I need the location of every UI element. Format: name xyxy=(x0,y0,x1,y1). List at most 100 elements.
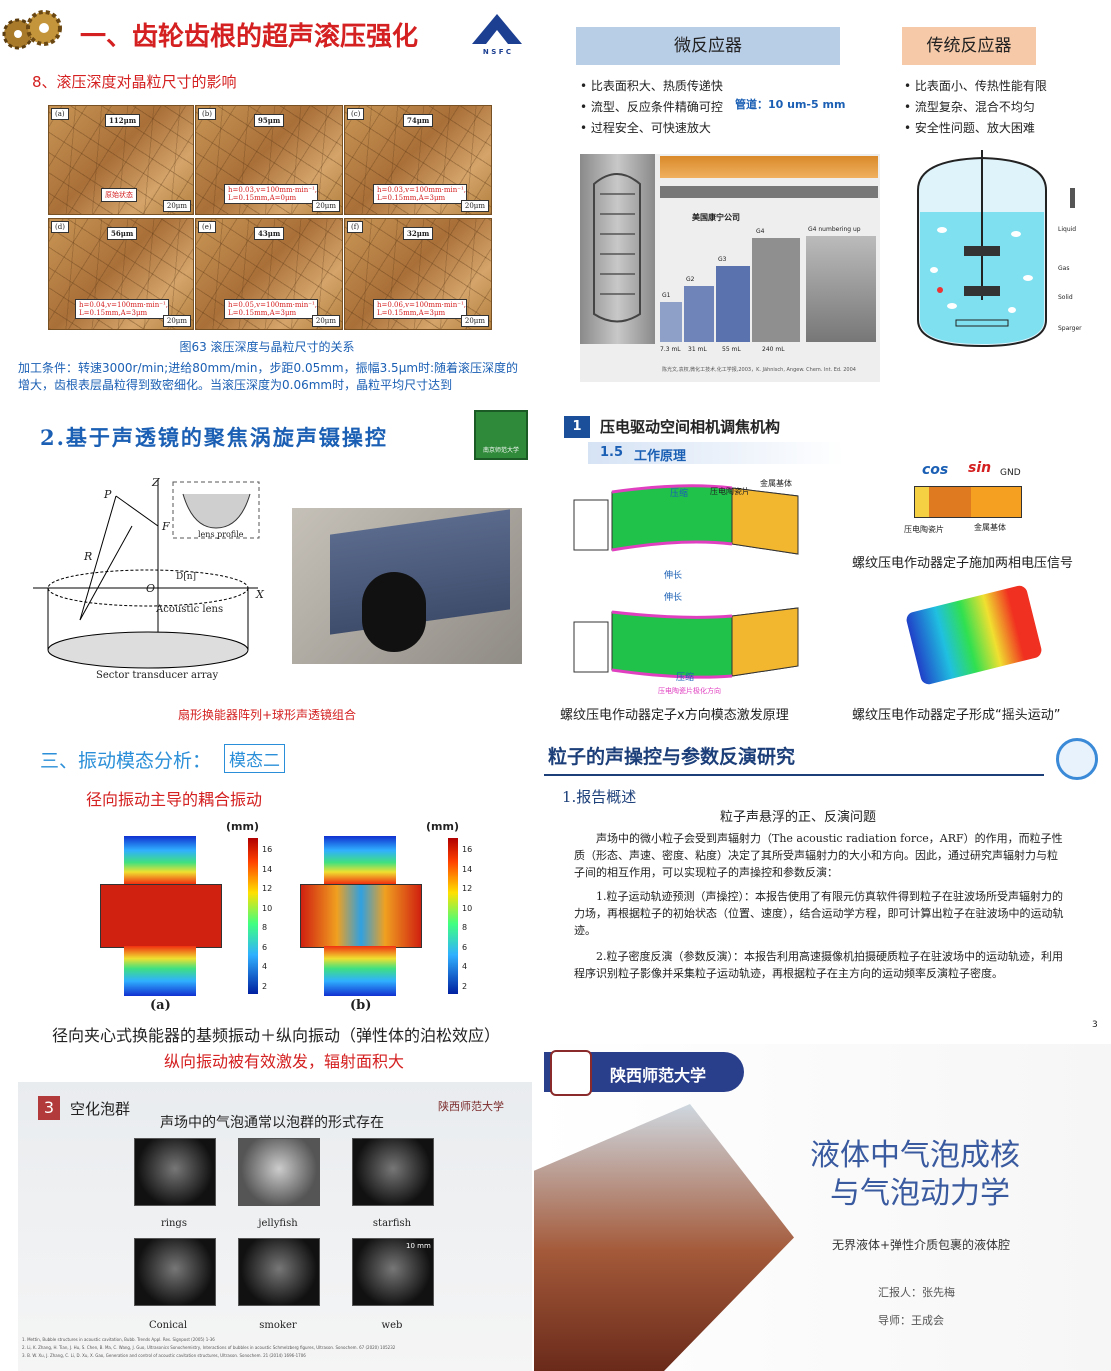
page-title: 一、齿轮齿根的超声滚压强化 xyxy=(80,22,419,52)
unit-label-a: (mm) xyxy=(226,820,259,833)
reference-note: 陈光文,袁权,微化工技术,化工学报,2003，K. Jähnisch, Ange… xyxy=(662,367,856,373)
reporter: 汇报人：张先梅 xyxy=(878,1286,955,1299)
subsection-number: 1.5 xyxy=(600,445,624,460)
label-metal: 金属基体 xyxy=(760,479,792,488)
label-dn: D[n] xyxy=(176,572,197,582)
device-photo xyxy=(292,508,522,664)
caption-conical: Conical xyxy=(148,1320,188,1331)
label-polarization: 压电陶瓷片极化方向 xyxy=(658,687,721,695)
beam-bending-diagram xyxy=(573,484,799,679)
references: 1. Mettin, Bubble structures in acoustic… xyxy=(22,1337,396,1358)
g3-label: G3 xyxy=(718,256,727,263)
bubble-image-jellyfish xyxy=(238,1138,320,1206)
unit-label-b: (mm) xyxy=(426,820,459,833)
section-number: 1 xyxy=(564,416,590,438)
label-lens-profile: lens profile xyxy=(198,530,244,539)
label-sin: sin xyxy=(968,460,992,476)
institution-logo xyxy=(1056,738,1098,780)
caption-jellyfish: jellyfish xyxy=(258,1218,298,1229)
micrograph-b: (b) 95μm h=0.03,v=100mm·min⁻¹, L=0.15mm,… xyxy=(195,105,343,215)
g4-module xyxy=(752,238,800,342)
tube-strip-2 xyxy=(660,186,878,198)
bubble-image-web xyxy=(352,1238,434,1306)
figure-caption: 图63 滚压深度与晶粒尺寸的关系 xyxy=(179,340,355,354)
company-label: 美国康宁公司 xyxy=(692,213,740,222)
actuator-model xyxy=(914,486,1022,518)
bubble-image-rings xyxy=(134,1138,216,1206)
bubble-image-smoker xyxy=(238,1238,320,1306)
subsection-header: 1.5 工作原理 xyxy=(588,442,844,464)
g2-label: G2 xyxy=(686,276,695,283)
colorbar-b xyxy=(448,838,458,994)
micrograph-e: (e) 43μm h=0.05,v=100mm·min⁻¹, L=0.15mm,… xyxy=(195,218,343,330)
label-x: X xyxy=(256,588,264,601)
panel-acoustic-lens: 2.基于声透镜的聚焦涡旋声镊操控 南京师范大学 P Z F D[n] O X R… xyxy=(0,402,534,732)
nsfc-text: N S F C xyxy=(482,48,512,56)
panel-cavitation: 3 空化泡群 声场中的气泡通常以泡群的形式存在 陕西师范大学 10 mm rin… xyxy=(18,1082,532,1371)
caption-rings: rings xyxy=(161,1218,187,1229)
micrograph-f: (f) 32μm h=0.06,v=100mm·min⁻¹, L=0.15mm,… xyxy=(344,218,492,330)
paragraph-trajectory: 1.粒子运动轨迹预测（声操控）：本报告使用了有限元仿真软件得到粒子在驻波场所受声… xyxy=(574,890,1064,937)
label-gnd: GND xyxy=(1000,468,1021,478)
panel-title-slide: 陕西师范大学 液体中气泡成核 与气泡动力学 无界液体+弹性介质包裹的液体腔 汇报… xyxy=(534,1044,1111,1371)
scale-bar-label: 10 mm xyxy=(406,1242,431,1250)
right-caption-1: 螺纹压电作动器定子施加两相电压信号 xyxy=(852,556,1074,571)
talk-subtitle: 无界液体+弹性介质包裹的液体腔 xyxy=(832,1238,1011,1252)
nsfc-logo: N S F C xyxy=(468,8,526,58)
label-cos: cos xyxy=(922,462,949,478)
university-name: 陕西师范大学 xyxy=(610,1066,707,1085)
slide-title: 粒子的声操控与参数反演研究 xyxy=(548,746,796,768)
fem-deformation xyxy=(904,584,1044,686)
caption-starfish: starfish xyxy=(372,1218,412,1229)
gear-logo xyxy=(0,6,70,54)
content-heading: 粒子声悬浮的正、反演问题 xyxy=(720,810,877,825)
g3-module xyxy=(716,266,750,342)
slide-subtitle: 声场中的气泡通常以泡群的形式存在 xyxy=(160,1115,384,1131)
label-o: O xyxy=(146,582,156,595)
university-badge: 陕西师范大学 xyxy=(438,1100,504,1113)
label-acoustic-lens: Acoustic lens xyxy=(156,604,224,615)
talk-title-line-2: 与气泡动力学 xyxy=(830,1176,1010,1211)
label-sector-array: Sector transducer array xyxy=(96,670,219,681)
mode-label: 模态二 xyxy=(224,744,285,773)
label-p: P xyxy=(104,488,112,501)
page-number: 3 xyxy=(1092,1020,1098,1030)
panel-gear-root: 一、齿轮齿根的超声滚压强化 N S F C 8、滚压深度对晶粒尺寸的影响 (a)… xyxy=(0,0,534,402)
panel-particle-acoustics: 粒子的声操控与参数反演研究 1.报告概述 粒子声悬浮的正、反演问题 声场中的微小… xyxy=(534,734,1111,1040)
label-metal-right: 金属基体 xyxy=(974,523,1006,532)
lens-geometry-diagram xyxy=(33,480,260,669)
panel-microreactor: 微反应器 传统反应器 比表面积大、热质传递快 流型、反应条件精确可控 过程安全、… xyxy=(542,0,1111,402)
g4-numbering-rack xyxy=(806,236,876,342)
label-stretch-top: 伸长 xyxy=(664,571,683,581)
g4-numbering-label: G4 numbering up xyxy=(808,226,861,233)
label-ceramic-right: 压电陶瓷片 xyxy=(904,525,944,534)
micrograph-a: (a) 112μm 原始状态 20μm xyxy=(48,105,194,215)
left-caption: 螺纹压电作动器定子x方向模态激发原理 xyxy=(560,708,789,723)
metal-plate xyxy=(580,154,655,344)
mode-model-b xyxy=(300,836,422,996)
micro-advantages: 比表面积大、热质传递快 流型、反应条件精确可控 过程安全、可快速放大 xyxy=(580,76,723,139)
microreactor-image: 美国康宁公司 G1 G2 G3 G4 G4 numbering up 7.3 m… xyxy=(580,154,880,382)
label-b: (b) xyxy=(350,998,372,1013)
label-liquid: Liquid xyxy=(1058,226,1077,233)
tube-strip xyxy=(660,156,878,178)
label-gas: Gas xyxy=(1058,265,1070,272)
description-line-2: 纵向振动被有效激发，辐射面积大 xyxy=(164,1052,405,1071)
subsection-title: 工作原理 xyxy=(634,449,687,464)
vol-g2: 31 mL xyxy=(688,346,707,353)
mode-model-a xyxy=(100,836,222,996)
right-caption-2: 螺纹压电作动器定子形成“摇头运动” xyxy=(852,708,1061,723)
paragraph-density: 2.粒子密度反演（参数反演）：本报告利用高速摄像机拍摄硬质粒子在驻波场中的运动轨… xyxy=(574,950,1063,980)
university-logo: 南京师范大学 xyxy=(474,410,528,460)
colorbar-a xyxy=(248,838,258,994)
scroll-handle[interactable] xyxy=(1070,188,1075,208)
mode-subtitle: 径向振动主导的耦合振动 xyxy=(86,790,263,809)
campus-photo xyxy=(534,1104,794,1371)
bubble-image-starfish xyxy=(352,1138,434,1206)
transducer-cylinder xyxy=(362,572,426,652)
description-line-1: 径向夹心式换能器的基频振动＋纵向振动（弹性体的泊松效应） xyxy=(52,1026,501,1045)
micro-reactor-header: 微反应器 xyxy=(576,27,840,65)
advisor: 导师：王成会 xyxy=(878,1314,944,1327)
